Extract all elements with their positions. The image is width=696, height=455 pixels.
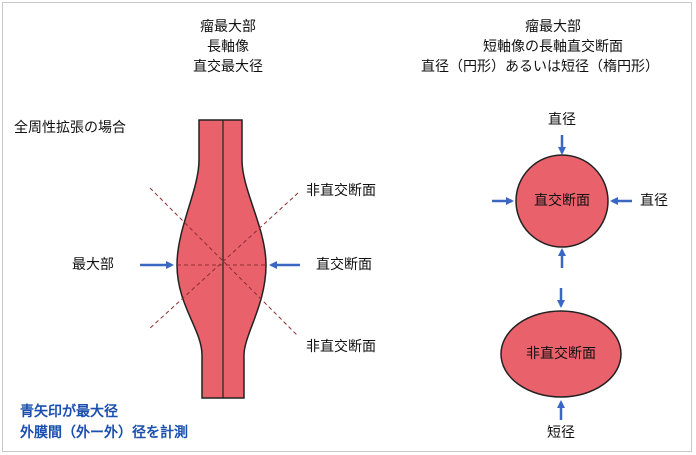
right-title-line-2: 短軸像の長軸直交断面 (483, 39, 623, 55)
full-circumference-label: 全周性拡張の場合 (14, 120, 126, 136)
dashed-nonortho-line-2 (147, 192, 299, 331)
circle-diameter-top-label: 直径 (548, 112, 576, 128)
nonorthogonal-section-ellipse (500, 310, 622, 398)
orthogonal-section-circle (515, 154, 609, 248)
ellipse-short-diameter-label: 短径 (547, 425, 575, 441)
left-title-line-1: 瘤最大部 (200, 19, 256, 35)
circle-diameter-right-label: 直径 (640, 193, 668, 209)
circle-orthogonal-text: 直交断面 (534, 193, 590, 209)
orthogonal-section-label: 直交断面 (316, 257, 372, 273)
right-title-line-1: 瘤最大部 (525, 19, 581, 35)
nonorthogonal-lower-label: 非直交断面 (306, 339, 376, 355)
ellipse-nonorthogonal-text: 非直交断面 (526, 346, 596, 362)
left-title-line-3: 直交最大径 (193, 59, 263, 75)
nonorthogonal-upper-label: 非直交断面 (306, 183, 376, 199)
max-part-label: 最大部 (72, 257, 114, 273)
note-line-1: 青矢印が最大径 (20, 404, 118, 420)
right-title-line-3: 直径（円形）あるいは短径（楕円形） (421, 59, 659, 75)
left-title-line-2: 長軸像 (207, 39, 249, 55)
note-line-2: 外膜間（外ー外）径を計測 (20, 425, 188, 441)
